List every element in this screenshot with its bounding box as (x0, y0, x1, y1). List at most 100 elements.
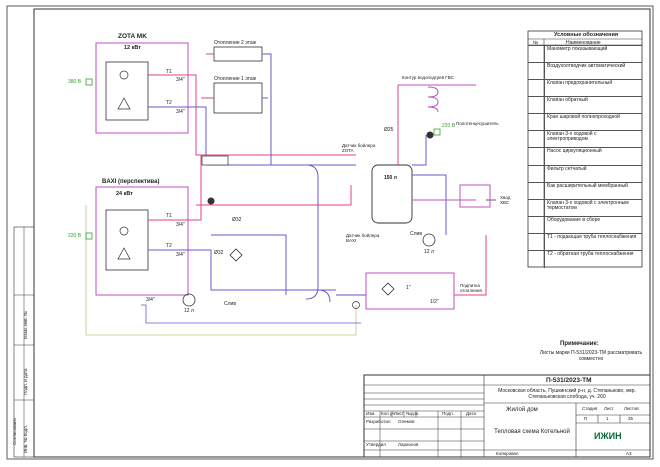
manometer-icon (528, 46, 545, 64)
floor2-label: Отопление 2 этаж (214, 40, 257, 46)
stamp-col-izm: Изм. (366, 411, 376, 416)
equipment-box-icon (528, 216, 545, 234)
baxi-pump-icon (119, 226, 129, 236)
baxi-warning-icon (117, 247, 131, 260)
exp-vol1-label: 12 л (184, 308, 194, 314)
recirc-label: Полотенцесушитель (456, 121, 499, 126)
legend-item-label: Клапан предохранительный (547, 80, 613, 87)
legend-item: Воздухоотводчик автоматический (528, 62, 642, 81)
zota-t1-label: T1 (166, 69, 172, 75)
tank-volume: 150 л (384, 175, 397, 181)
outer-frame (6, 5, 654, 460)
legend-item: Бак расширительный мембранный (528, 181, 642, 200)
stamp-object: Жилой дом (506, 407, 538, 413)
stamp-col-sign: Подп. (442, 411, 454, 416)
legend-title: Условные обозначения (554, 32, 619, 38)
header-supply (196, 185, 352, 206)
zota-supply-pipe (148, 74, 356, 156)
zota-voltage: 380 В (68, 79, 82, 85)
side-label-sign: Подп. и дата (23, 368, 28, 395)
stamp-role-1: Разработал (366, 419, 391, 424)
return-line-icon (528, 250, 545, 268)
floor1-label: Отопление 1 этаж (214, 76, 257, 82)
relief-valve-icon (528, 80, 545, 98)
side-label-agreed: Согласовано (12, 417, 17, 445)
stamp-name-1: Олемов (398, 419, 415, 424)
legend-item: Насос циркуляционный (528, 147, 642, 166)
size-1-label: 1" (406, 285, 411, 291)
drain2-label: Слив (410, 231, 422, 237)
legend-item: Кран шаровой полнопроходной (528, 113, 642, 132)
baxi-title: BAXI (перспектива) (102, 179, 160, 185)
zota-pump-icon (119, 70, 129, 80)
d32-label: Ø32 (232, 217, 242, 223)
baxi-t1-label: T1 (166, 213, 172, 219)
zota-equipment-box (95, 42, 189, 134)
legend-col-name: Наименование (566, 40, 601, 46)
side-label-orig: Инв. № подл. (23, 424, 28, 453)
expansion-tank-2 (422, 233, 436, 247)
feed-equipment-box (365, 272, 455, 310)
baxi-power: 24 кВт (116, 191, 133, 197)
legend-item: Фильтр сетчатый (528, 164, 642, 183)
pump-voltage: 220 В (442, 123, 456, 129)
legend-item-label: Клапан 3-х ходовой с электроприводом (547, 131, 597, 143)
legend-item: Манометр показывающий (528, 45, 642, 64)
stamp-format: А3 (626, 451, 632, 456)
sensor-baxi-label: Датчик бойлера BAXI (346, 233, 380, 243)
radiator-floor1 (213, 82, 263, 114)
zota-title: ZOTA MK (118, 33, 147, 40)
baxi-size: 3/4" (176, 222, 185, 228)
air-vent-icon (528, 63, 545, 81)
baxi-voltage: 220 В (68, 233, 82, 239)
sensor-zota-label: Датчик бойлера ZOTA (342, 143, 376, 153)
drawing-sheet: Согласовано Взам. инв. № Подп. и дата Ин… (6, 5, 654, 460)
stamp-address: Московская область, Пушкинский р-н, д. С… (498, 388, 636, 400)
dhw-coil (427, 86, 439, 113)
stamp-col-date: Дата (466, 411, 476, 416)
stamp-copied: Копировал (496, 451, 519, 456)
dhw-tank (371, 164, 413, 224)
thermo-valve-icon (528, 199, 545, 217)
pump-feed-icon (352, 301, 360, 309)
size-34-label: 3/4" (146, 297, 155, 303)
legend-item-label: Бак расширительный мембранный (547, 182, 628, 189)
stamp-col-kol: Кол.уч (381, 411, 395, 416)
zota-size: 3/4" (176, 77, 185, 83)
pump-icon (528, 148, 545, 166)
legend-item-label: Воздухоотводчик автоматический (547, 63, 626, 70)
stamp-role-3: Утвердил (366, 442, 386, 447)
zota-boiler-body (105, 61, 149, 121)
company-logo: ИЖИН (594, 431, 622, 441)
d25-label: Ø25 (384, 127, 394, 133)
exp-vol2-label: 12 л (424, 249, 434, 255)
title-block (363, 374, 651, 458)
zota-power-plug-icon (85, 78, 93, 86)
stamp-sheets: 35 (628, 416, 634, 421)
filter-feed-icon (381, 282, 395, 296)
stamp-sheet-label: Лист (604, 406, 614, 411)
note-text: Листы марки П-531/2023-ТМ рассматривать … (539, 350, 643, 362)
stamp-col-doc: №док. (406, 411, 420, 416)
zota-warning-icon (117, 97, 131, 110)
supply-line-icon (528, 233, 545, 251)
legend-item: Т2 - обратная труба теплоснабжения (528, 249, 642, 268)
baxi-power-plug-icon (85, 232, 93, 240)
expansion-tank-icon (528, 182, 545, 200)
stamp-sheet: 1 (606, 416, 609, 421)
legend-item-label: Фильтр сетчатый (547, 165, 587, 172)
legend-item: Оборудование в сборе (528, 215, 642, 234)
legend-item-label: Клапан 3-х ходовой с электронным термост… (547, 199, 629, 211)
baxi-boiler-body (105, 209, 149, 271)
legend-item-label: Манометр показывающий (547, 46, 608, 52)
zota-size2: 3/4" (176, 109, 185, 115)
filter-icon (528, 165, 545, 183)
radiator-floor2 (213, 46, 263, 62)
three-way-valve (201, 155, 229, 166)
zota-power: 12 кВт (124, 45, 141, 51)
legend-table (527, 30, 643, 268)
dhw-circuit-label: Контур водоподгрев ГВС (402, 75, 454, 80)
legend-item-label: Кран шаровой полнопроходной (547, 114, 620, 121)
stamp-sheet-title: Тепловая схема Котельной (494, 429, 570, 435)
supply-heat-label: Подпитка отопления (460, 283, 482, 293)
